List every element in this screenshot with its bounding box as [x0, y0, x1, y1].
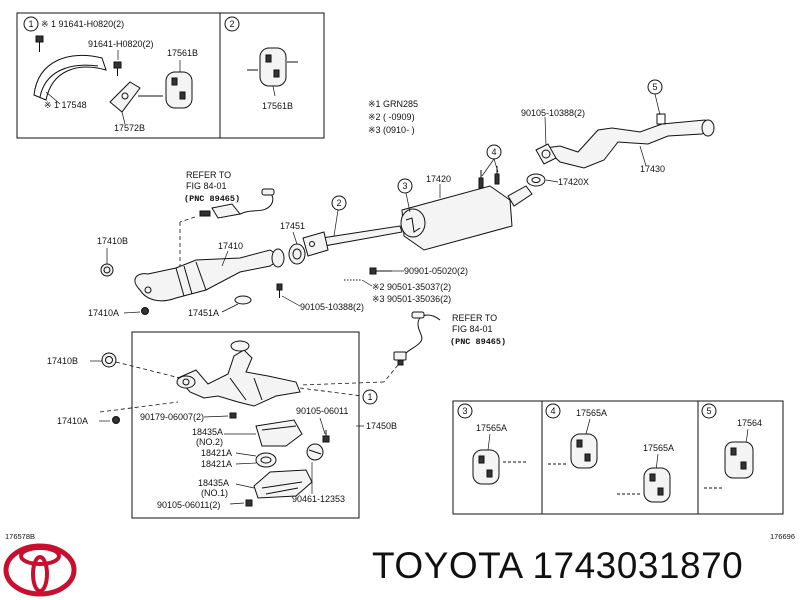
- label-17410b-top: 17410B: [97, 236, 128, 246]
- note-3: ※3 (0910- ): [368, 125, 415, 135]
- oxygen-sensor-2: [393, 311, 441, 366]
- label-17410a-top: 17410A: [88, 308, 119, 318]
- rubber-hanger-17561b: [165, 71, 193, 109]
- label-17430: 17430: [640, 164, 665, 174]
- callout-1: 1: [367, 392, 372, 402]
- label-pnc-1: (PNC 89465): [184, 194, 240, 204]
- gasket-17410b-bottom: [101, 352, 117, 368]
- nut-17410a-bottom: [112, 416, 120, 424]
- label-17450b: 17450B: [366, 421, 397, 431]
- label-90105-bolt: 90105-10388(2): [300, 302, 364, 312]
- label-17565a-inset4-b: 17565A: [643, 443, 674, 453]
- label-17410: 17410: [218, 241, 243, 251]
- label-refer-to-1: REFER TO: [186, 170, 231, 180]
- label-18421a-1: 18421A: [201, 448, 232, 458]
- label-18435a-no1: 18435A: [198, 478, 229, 488]
- inset-5: 5 17564: [697, 400, 784, 515]
- label-no2: (NO.2): [196, 437, 223, 447]
- notes: ※1 GRN285 ※2 ( -0909) ※3 (0910- ): [368, 99, 418, 135]
- oxygen-sensor-1: [199, 188, 275, 219]
- label-18435a-no2: 18435A: [192, 427, 223, 437]
- callout-4: 4: [491, 147, 496, 157]
- label-18421a-2: 18421A: [201, 459, 232, 469]
- note-2: ※2 ( -0909): [368, 112, 415, 122]
- nut-17410a-top: [141, 307, 149, 315]
- label-17451a: 17451A: [188, 308, 219, 318]
- label-fig-1: FIG 84-01: [186, 181, 227, 191]
- inset-3-callout: 3: [462, 406, 467, 416]
- note-1: ※1 GRN285: [368, 99, 418, 109]
- label-17561b-a: 17561B: [167, 48, 198, 58]
- inset-1: 1 ※ 1 91641-H0820(2) 91641-H0820(2) 1756…: [16, 12, 221, 139]
- muffler-17420: [302, 166, 533, 257]
- label-90501-b: ※3 90501-35036(2): [372, 294, 451, 304]
- label-90179: 90179-06007(2): [140, 412, 204, 422]
- footer-right-code: 176696: [770, 532, 795, 541]
- tail-pipe-17430: [535, 113, 715, 169]
- label-90501-a: ※2 90501-35037(2): [372, 282, 451, 292]
- callout-5: 5: [652, 82, 657, 92]
- heat-shield-no1: [253, 469, 313, 499]
- brand-name: TOYOTA: [372, 545, 522, 586]
- label-17565a-inset4-a: 17565A: [576, 408, 607, 418]
- inset-4-callout: 4: [550, 406, 555, 416]
- label-17420: 17420: [426, 174, 451, 184]
- footer-left-code: 176578B: [5, 532, 35, 541]
- callout-3: 3: [402, 181, 407, 191]
- label-17561b-b: 17561B: [262, 101, 293, 111]
- toyota-logo-icon: [3, 543, 77, 597]
- gasket-17451a: [234, 295, 252, 305]
- label-90105-06011-2: 90105-06011(2): [157, 500, 220, 510]
- label-refer-to-2: REFER TO: [452, 313, 497, 323]
- label-17564: 17564: [737, 418, 762, 428]
- inset-5-callout: 5: [706, 406, 711, 416]
- label-91641-h0820-a: ※ 1 91641-H0820(2): [41, 19, 124, 29]
- label-pnc-2: (PNC 89465): [450, 337, 506, 347]
- label-fig-2: FIG 84-01: [452, 324, 493, 334]
- front-pipe-17410: [134, 248, 285, 302]
- inset-3: 3 17565A: [452, 400, 543, 515]
- inset-2: 2 17561B: [219, 12, 325, 139]
- label-17420x: 17420X: [558, 177, 589, 187]
- gasket-17410b-top: [100, 263, 114, 277]
- heat-shield-no2: [255, 419, 303, 447]
- label-91641-h0820-b: 91641-H0820(2): [88, 39, 154, 49]
- bolts-90901: [369, 267, 404, 275]
- label-17565a-inset3: 17565A: [476, 423, 507, 433]
- label-90901: 90901-05020(2): [404, 266, 468, 276]
- gasket-17420x: [526, 173, 546, 187]
- brand-part-title: TOYOTA 1743031870: [372, 545, 743, 587]
- bolt-90105: [276, 283, 283, 291]
- catalyst-box: [131, 331, 360, 519]
- label-17410b-bottom: 17410B: [47, 356, 78, 366]
- clamp-18421a: [255, 452, 277, 468]
- part-number: 1743031870: [532, 545, 744, 586]
- bolt-shape: [35, 35, 44, 52]
- label-90105-top: 90105-10388(2): [521, 108, 585, 118]
- label-no1: (NO.1): [201, 488, 228, 498]
- label-17572b: 17572B: [114, 123, 145, 133]
- label-90105-06011: 90105-06011: [296, 406, 348, 416]
- label-17451: 17451: [280, 221, 305, 231]
- studs-90501: [344, 279, 373, 287]
- label-17410a-bottom: 17410A: [57, 416, 88, 426]
- inset-1-callout: 1: [28, 19, 33, 29]
- bolt-90105-06011: [322, 430, 330, 443]
- inset-4: 4 17565A 17565A: [541, 400, 699, 515]
- clamp-90461: [306, 443, 324, 461]
- label-90461: 90461-12353: [292, 494, 345, 504]
- inset-2-callout: 2: [229, 19, 234, 29]
- catalytic-converter-17450b: [176, 340, 301, 407]
- rubber-hanger-17561b-b: [259, 47, 287, 87]
- callout-2: 2: [336, 198, 341, 208]
- label-17548: ※ 1 17548: [44, 100, 87, 110]
- gasket-17451: [288, 243, 306, 265]
